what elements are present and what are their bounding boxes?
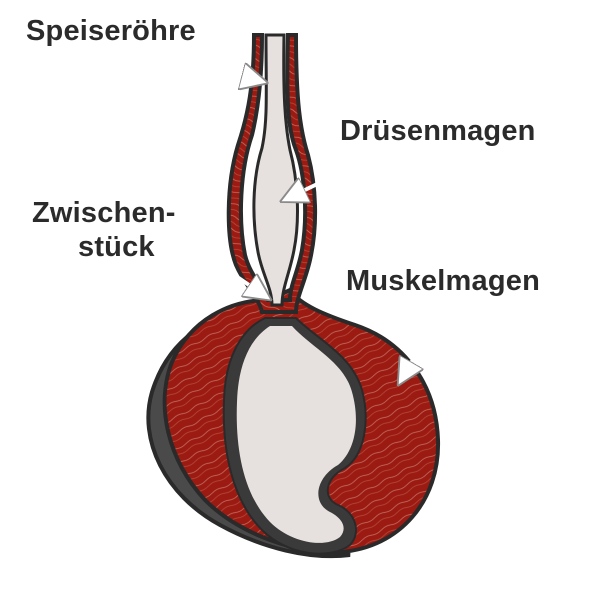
- label-isthmus-line2: stück: [78, 231, 155, 263]
- label-proventriculus: Drüsenmagen: [340, 115, 536, 147]
- gizzard-lumen: [236, 326, 356, 543]
- esophagus-lumen: [252, 33, 299, 307]
- arrow-esophagus: [171, 56, 264, 82]
- arrow-gizzard: [400, 308, 444, 382]
- label-gizzard: Muskelmagen: [346, 265, 540, 297]
- arrow-proventriculus: [284, 150, 385, 200]
- esophagus-proventriculus-wall: [226, 33, 318, 314]
- label-isthmus-line1: Zwischen-: [32, 197, 176, 229]
- arrow-isthmus: [181, 238, 268, 298]
- label-esophagus: Speiseröhre: [26, 15, 196, 47]
